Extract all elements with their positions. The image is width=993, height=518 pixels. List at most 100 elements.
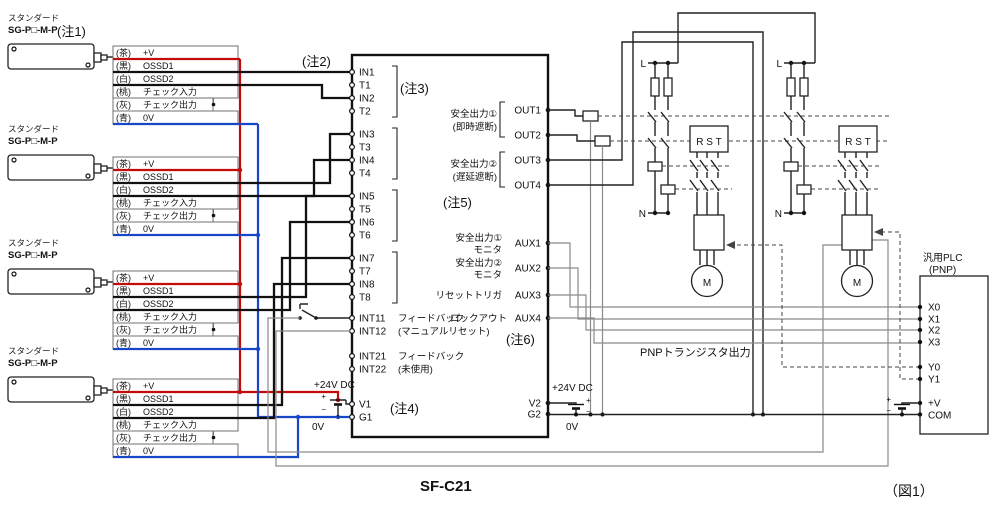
feedback-wires — [267, 239, 889, 467]
rst-terminal-box — [689, 125, 729, 153]
feedback2-label: フィードバック — [398, 352, 464, 363]
sensor-wire-table: (茶)+V (黒)OSSD1 (白)OSSD2 (桃)チェック入力 (灰)チェッ… — [112, 45, 239, 125]
supply2-zero-label: 0V — [566, 422, 579, 433]
sensor-type-label: スタンダード — [8, 238, 59, 248]
sensor-connector — [100, 165, 108, 172]
feedback2-sub: (未使用) — [398, 364, 433, 376]
plc-terminal-label: X3 — [928, 338, 941, 349]
sensor-body — [7, 376, 95, 403]
wire-color: (黒) — [116, 286, 131, 296]
wire-signal: +V — [143, 48, 154, 58]
feedback1-label: フィードバック — [398, 314, 464, 325]
plc-output-wiring — [726, 228, 920, 380]
plc-terminal-label: X1 — [928, 315, 941, 326]
sensor-2: スタンダード SG-P□-M-P (茶)+V (黒)OSSD1 (白)OSSD2… — [7, 124, 239, 236]
minus-sign: − — [586, 407, 591, 416]
rst-terminal-box — [838, 125, 878, 153]
mount-hole-icon — [11, 379, 17, 385]
monitor1-label: 安全出力① — [455, 232, 502, 244]
wire-signal: OSSD1 — [143, 286, 174, 296]
plc-subtitle: (PNP) — [929, 265, 956, 276]
relay-coil-k1 — [582, 110, 599, 122]
sensor-model-label: SG-P□-M-P — [8, 25, 58, 36]
wire-color: (白) — [116, 298, 131, 309]
wire-signal: チェック出力 — [143, 432, 197, 443]
contactor-coil-icon — [783, 161, 799, 172]
note1-label: (注1) — [57, 24, 86, 39]
wire-color: (黒) — [116, 61, 131, 71]
sensor-model-label: SG-P□-M-P — [8, 358, 58, 369]
plc-terminal-label: +V — [928, 399, 941, 410]
plc-terminal-label: COM — [928, 411, 951, 422]
wire-color: (灰) — [116, 99, 131, 110]
power-supply-1: +24V DC + − 0V — [312, 380, 355, 433]
sensor-4: スタンダード SG-P□-M-P (茶)+V (黒)OSSD1 (白)OSSD2… — [7, 346, 239, 458]
line-label: L — [776, 59, 782, 70]
figure-caption: （図1） — [884, 483, 934, 499]
terminal-label: T4 — [359, 169, 371, 180]
arrowhead-icon — [726, 241, 735, 249]
contactor-coil-icon — [796, 184, 812, 195]
mount-hole-icon — [11, 271, 17, 277]
terminal-label: AUX3 — [515, 291, 542, 302]
wire-signal: チェック入力 — [143, 197, 197, 208]
group-bracket — [499, 151, 505, 188]
wire-color: (青) — [116, 112, 131, 123]
sensor-connector — [93, 385, 102, 396]
safety-output2-sub: (遅延遮断) — [453, 171, 497, 183]
motor-circuit-1: L N R S T M — [639, 59, 732, 298]
terminal-label: T2 — [359, 107, 371, 118]
aux-plc-wiring: PNPトランジスタ出力 — [548, 242, 920, 359]
check-output-dot — [211, 435, 216, 440]
monitor2-sub: モニタ — [473, 270, 502, 281]
out-wiring — [548, 12, 890, 417]
fuse-icon — [786, 77, 796, 97]
wire-color: (白) — [116, 184, 131, 195]
terminal-label: V2 — [529, 399, 542, 410]
terminal-label: INT11 — [359, 314, 386, 325]
wire-color: (青) — [116, 445, 131, 456]
wire-color: (茶) — [116, 47, 131, 58]
line-label: L — [640, 59, 646, 70]
contactor-coil-icon — [660, 184, 676, 195]
wire-color: (青) — [116, 337, 131, 348]
fuse-icon — [650, 77, 660, 97]
monitor1-sub: モニタ — [473, 245, 502, 256]
terminal-label: AUX1 — [515, 239, 542, 250]
wire-signal: チェック出力 — [143, 210, 197, 221]
mount-hole-icon — [11, 46, 17, 52]
wire-signal: 0V — [143, 338, 154, 348]
plc-terminal-label: Y0 — [928, 363, 941, 374]
minus-sign: − — [321, 405, 326, 414]
terminal-label: IN6 — [359, 218, 375, 229]
note2-label: (注2) — [302, 54, 331, 69]
feedback1-sub: (マニュアルリセット) — [398, 327, 490, 338]
sensor-body — [7, 268, 95, 295]
plus-v-bus — [113, 57, 341, 403]
terminal-label: IN3 — [359, 130, 375, 141]
wire-color: (白) — [116, 73, 131, 84]
fuse-icon — [799, 77, 809, 97]
sensor-3: スタンダード SG-P□-M-P (茶)+V (黒)OSSD1 (白)OSSD2… — [7, 238, 239, 350]
plc-terminal-label: Y1 — [928, 375, 941, 386]
lockout-label: ロックアウト — [450, 314, 507, 325]
wire-color: (桃) — [116, 197, 131, 208]
sensor-connector — [100, 387, 108, 394]
neutral-label: N — [639, 209, 646, 220]
group-bracket — [392, 189, 398, 242]
terminal-label: T1 — [359, 81, 371, 92]
terminal-label: INT12 — [359, 327, 387, 338]
terminal-label: IN7 — [359, 254, 375, 265]
plus-sign: + — [586, 396, 591, 405]
wire-color: (桃) — [116, 86, 131, 97]
terminal-label: OUT1 — [514, 106, 541, 117]
wire-color: (灰) — [116, 432, 131, 443]
wire-signal: OSSD1 — [143, 394, 174, 404]
terminal-label: AUX2 — [515, 264, 542, 275]
group-bracket — [392, 65, 398, 118]
minus-sign: − — [886, 406, 891, 415]
motor-label: M — [853, 278, 861, 289]
power-supply-2: +24V DC + − 0V — [548, 383, 920, 433]
sensor-1: スタンダード SG-P□-M-P (茶)+V (黒)OSSD1 (白)OSSD2… — [7, 13, 239, 125]
contact-icon — [783, 111, 806, 149]
